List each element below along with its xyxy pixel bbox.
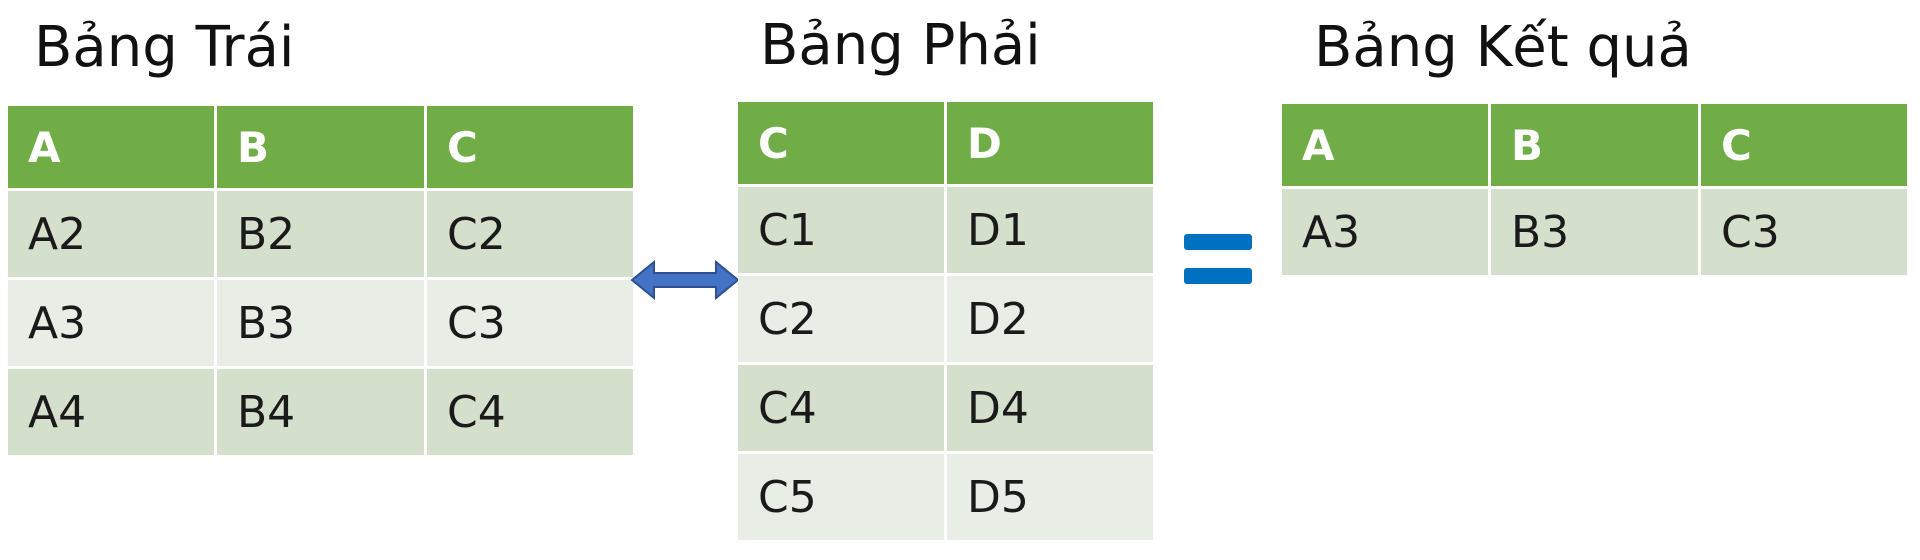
table-cell: A2 — [8, 191, 214, 277]
header-cell: C — [1701, 104, 1907, 186]
table-cell: C2 — [427, 191, 633, 277]
table-cell: C1 — [738, 187, 944, 273]
table-cell: B4 — [217, 369, 424, 455]
table-cell: D4 — [947, 365, 1153, 451]
title-right-table: Bảng Phải — [760, 13, 1041, 78]
header-cell: A — [8, 106, 214, 188]
header-cell: A — [1282, 104, 1488, 186]
header-cell: B — [1491, 104, 1698, 186]
table-cell: C4 — [427, 369, 633, 455]
table-cell: B2 — [217, 191, 424, 277]
table-cell: D2 — [947, 276, 1153, 362]
header-cell: C — [427, 106, 633, 188]
equals-icon — [1184, 234, 1252, 284]
title-left-table: Bảng Trái — [34, 15, 295, 80]
title-result-table: Bảng Kết quả — [1314, 15, 1692, 80]
table-cell: B3 — [1491, 189, 1698, 275]
table-cell: D1 — [947, 187, 1153, 273]
header-cell: D — [947, 102, 1153, 184]
table-cell: B3 — [217, 280, 424, 366]
table-cell: A3 — [1282, 189, 1488, 275]
header-cell: C — [738, 102, 944, 184]
table-cell: C3 — [427, 280, 633, 366]
table-cell: C4 — [738, 365, 944, 451]
table-cell: C2 — [738, 276, 944, 362]
table-cell: A3 — [8, 280, 214, 366]
table-cell: C3 — [1701, 189, 1907, 275]
table-cell: C5 — [738, 454, 944, 540]
double-arrow-icon — [630, 259, 740, 301]
table-cell: D5 — [947, 454, 1153, 540]
table-cell: A4 — [8, 369, 214, 455]
header-cell: B — [217, 106, 424, 188]
